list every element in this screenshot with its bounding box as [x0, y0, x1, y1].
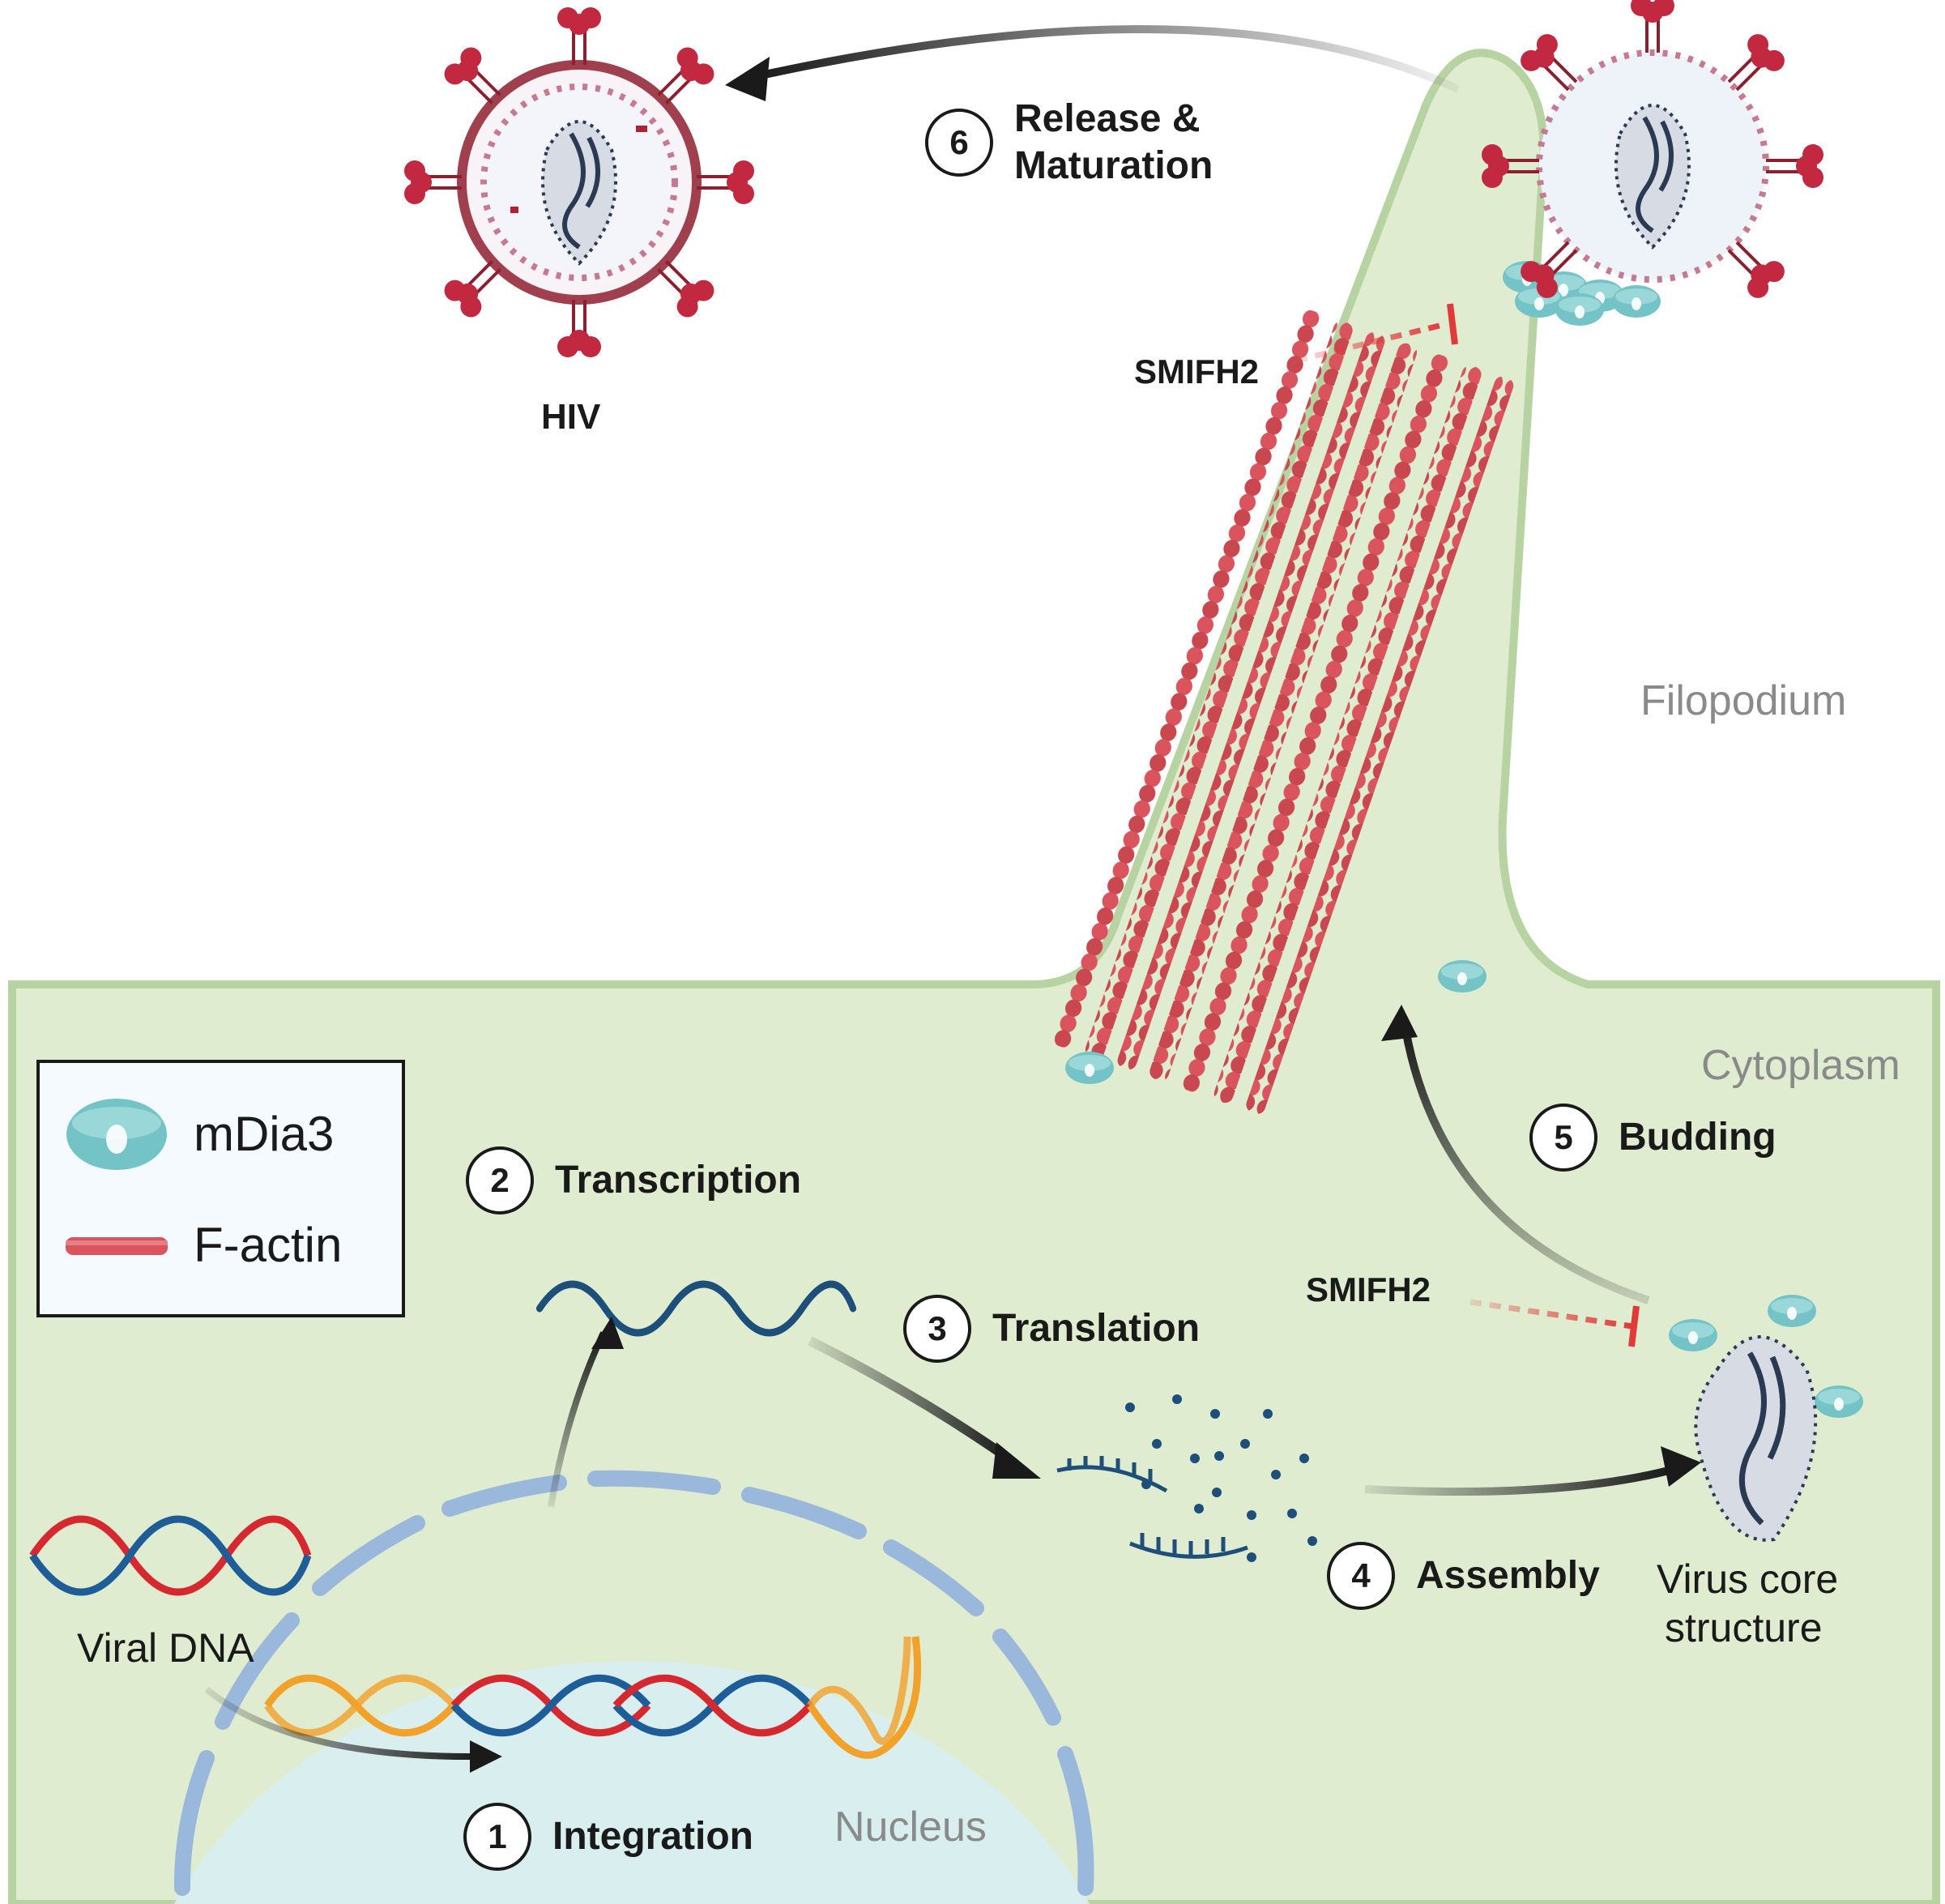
step-5-badge: 5 [1529, 1104, 1597, 1172]
nucleus-label: Nucleus [834, 1804, 987, 1851]
arrow-release [725, 25, 1461, 101]
arrow-assembly [1364, 1446, 1701, 1496]
step-integration: 1 Integration [463, 1803, 753, 1871]
step-2-label: Transcription [555, 1159, 802, 1202]
legend-factin-label: F-actin [194, 1218, 343, 1272]
nucleus-body [174, 1660, 1090, 1904]
nuclear-envelope [173, 1470, 1094, 1896]
integrated-dna [264, 1636, 922, 1759]
step-4-badge: 4 [1327, 1542, 1395, 1610]
step-6-badge: 6 [925, 109, 993, 177]
cell-membrane [8, 49, 1940, 1904]
arrow-budding [1381, 1005, 1650, 1304]
smifh2-label-bottom: SMIFH2 [1306, 1270, 1431, 1308]
step-3-badge: 3 [903, 1295, 971, 1363]
step-assembly: 4 Assembly [1327, 1542, 1600, 1610]
step-3-label: Translation [992, 1307, 1201, 1350]
step-budding: 5 Budding [1529, 1104, 1777, 1172]
mdia3-legend-icon [66, 1099, 167, 1170]
translation-products [1125, 1394, 1317, 1562]
step-translation: 3 Translation [903, 1295, 1200, 1363]
mdia3-free-1 [1438, 960, 1486, 993]
virus-core-structure [1694, 1335, 1818, 1542]
viral-dna-label: Viral DNA [77, 1625, 254, 1671]
step-1-badge: 1 [463, 1803, 531, 1871]
step-transcription: 2 Transcription [466, 1146, 801, 1215]
mdia3-free-2 [1065, 1052, 1114, 1084]
step-4-label: Assembly [1416, 1554, 1600, 1597]
mdia3-near-core-3 [1815, 1385, 1863, 1418]
step-6-text: Release & Maturation [1014, 96, 1213, 190]
legend-mdia3-label: mDia3 [194, 1107, 335, 1161]
viral-dna-helix [29, 1515, 312, 1596]
cytoplasm-label: Cytoplasm [1701, 1042, 1900, 1089]
legend-item-factin: F-actin [64, 1217, 342, 1273]
viral-rna [535, 1280, 857, 1337]
f-actin-bundle [1053, 310, 1514, 1114]
mdia3-near-core-1 [1669, 1319, 1717, 1351]
arrow-translation [808, 1336, 1041, 1479]
ribosome-strands [1056, 1456, 1248, 1559]
smifh2-label-top: SMIFH2 [1134, 352, 1260, 391]
legend-box: mDia3 F-actin [36, 1060, 405, 1317]
step-6-label-line1: Release & [1014, 97, 1201, 140]
step-release-maturation: 6 Release & Maturation [925, 96, 1213, 190]
f-actin-legend-icon [66, 1236, 168, 1255]
step-2-badge: 2 [466, 1146, 534, 1215]
step-5-label: Budding [1619, 1116, 1777, 1159]
smifh2-inhibition-bottom [1469, 1299, 1640, 1347]
legend-item-mdia3: mDia3 [64, 1095, 334, 1172]
mdia3-near-core-2 [1768, 1295, 1816, 1327]
step-6-label-line2: Maturation [1014, 144, 1213, 187]
hiv-label: HIV [541, 397, 601, 437]
virus-core-label-line2: structure [1665, 1605, 1823, 1650]
smifh2-inhibition-top [1295, 303, 1458, 364]
arrow-integration [204, 1686, 502, 1773]
arrow-transcription [548, 1317, 624, 1508]
budding-virion [1480, 0, 1825, 302]
filopodium-label: Filopodium [1640, 677, 1847, 724]
virus-core-label-line1: Virus core [1657, 1556, 1839, 1602]
mature-hiv-virion [403, 6, 756, 359]
step-1-label: Integration [552, 1815, 753, 1858]
